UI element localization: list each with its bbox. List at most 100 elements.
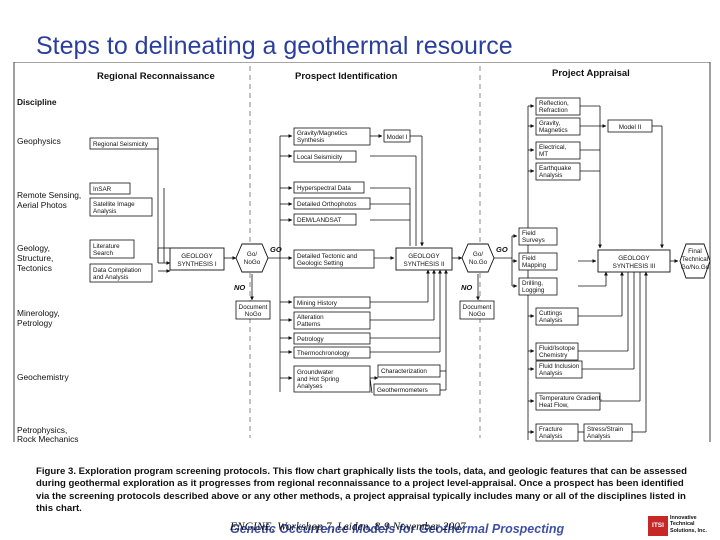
box-reflection-refraction: Reflection, Refraction <box>535 97 581 116</box>
box-drilling-logging: Drilling, Logging <box>518 277 558 296</box>
discipline-labels: Discipline Geophysics Remote Sensing, Ae… <box>17 97 81 442</box>
svg-text:Thermochronology: Thermochronology <box>297 350 350 357</box>
svg-text:Patterns: Patterns <box>297 321 320 328</box>
svg-text:Detailed Orthophotos: Detailed Orthophotos <box>297 201 357 208</box>
box-detailed-tectonic-setting: Detailed Tectonic and Geologic Setting <box>293 249 375 269</box>
box-geology-synthesis-1: GEOLOGY SYNTHESIS I <box>169 247 225 271</box>
svg-text:Alteration: Alteration <box>297 314 324 321</box>
discipline-remote-sensing: Remote Sensing, <box>17 190 81 200</box>
svg-text:and Hot Spring: and Hot Spring <box>297 376 340 383</box>
decision-go-nogo-1: Go/ NoGo <box>235 243 269 273</box>
box-characterization: Characterization <box>377 364 441 378</box>
svg-text:GEOLOGY: GEOLOGY <box>181 253 213 260</box>
svg-text:Chemistry: Chemistry <box>539 352 568 359</box>
svg-text:Stress/Strain: Stress/Strain <box>587 426 624 433</box>
svg-text:Analysis: Analysis <box>539 370 562 377</box>
svg-text:Logging: Logging <box>522 287 545 294</box>
box-local-seismicity: Local Seismicity <box>293 150 357 163</box>
discipline-geology: Geology, <box>17 243 50 253</box>
svg-text:Hyperspectral Data: Hyperspectral Data <box>297 185 351 192</box>
svg-text:Regional Seismicity: Regional Seismicity <box>93 141 149 148</box>
final-technical-go-nogo: Final Technical Go/No.Go <box>679 243 711 279</box>
svg-text:Earthquake: Earthquake <box>539 165 572 172</box>
discipline-tectonics: Tectonics <box>17 263 52 273</box>
column-heading-regional: Regional Reconnaissance <box>97 71 215 82</box>
box-document-nogo-1: Document NoGo <box>235 300 271 320</box>
box-thermochronology: Thermochronology <box>293 346 371 359</box>
svg-text:Reflection,: Reflection, <box>539 100 569 107</box>
svg-text:Go/: Go/ <box>247 251 257 258</box>
svg-text:Document: Document <box>239 304 268 311</box>
box-alteration-patterns: Alteration Patterns <box>293 311 371 330</box>
box-temperature-gradient: Temperature Gradient, Heat Flow, <box>535 392 602 411</box>
figure-caption-text: Exploration program screening protocols.… <box>36 466 687 514</box>
box-cuttings-analysis: Cuttings Analysis <box>535 307 579 326</box>
svg-text:Fluid/Isotope: Fluid/Isotope <box>539 345 576 352</box>
svg-text:Analyses: Analyses <box>297 383 323 390</box>
box-data-compilation: Data Compilation and Analysis <box>89 263 153 283</box>
discipline-heading: Discipline <box>17 97 57 107</box>
company-logo: ITSI Innovative Technical Solutions, Inc… <box>648 514 716 538</box>
svg-text:Model II: Model II <box>619 124 642 131</box>
box-geology-synthesis-2: GEOLOGY SYNTHESIS II <box>395 247 453 271</box>
svg-text:Go/: Go/ <box>473 251 483 258</box>
workshop-label: ENGINE, Workshop 7, Leiden, 8-9 November… <box>230 521 466 533</box>
connector-lines <box>157 104 679 440</box>
svg-text:Magnetics: Magnetics <box>539 127 568 134</box>
figure-caption-label: Figure 3. <box>36 466 76 477</box>
box-groundwater-hot-spring: Groundwater and Hot Spring Analyses <box>293 365 371 393</box>
discipline-petrology: Petrology <box>17 318 53 328</box>
box-fracture-analysis: Fracture Analysis <box>535 423 579 442</box>
svg-text:Temperature Gradient,: Temperature Gradient, <box>539 395 602 402</box>
discipline-geophysics: Geophysics <box>17 136 61 146</box>
svg-text:Groundwater: Groundwater <box>297 369 333 376</box>
exploration-flowchart: Regional Reconnaissance Prospect Identif… <box>13 62 711 442</box>
svg-text:Search: Search <box>93 250 113 257</box>
svg-text:SYNTHESIS II: SYNTHESIS II <box>404 261 445 268</box>
box-earthquake-analysis: Earthquake Analysis <box>535 162 581 181</box>
box-gravity-magnetics-synthesis: Gravity/Magnetics Synthesis <box>293 127 371 146</box>
svg-text:No.Go: No.Go <box>469 259 488 266</box>
svg-text:Electrical,: Electrical, <box>539 144 567 151</box>
box-geology-synthesis-3: GEOLOGY SYNTHESIS III <box>597 249 671 273</box>
box-insar: InSAR <box>89 182 131 195</box>
svg-text:SYNTHESIS III: SYNTHESIS III <box>613 263 656 270</box>
series-title: Genetic Occurrence Models for Geothermal… <box>230 522 565 536</box>
logo-text: Innovative Technical Solutions, Inc. <box>670 515 707 534</box>
svg-text:Model I: Model I <box>387 134 408 141</box>
svg-text:Field: Field <box>522 230 536 237</box>
box-model-1: Model I <box>383 129 411 143</box>
svg-text:NoGo: NoGo <box>244 259 261 266</box>
column-separators <box>249 66 481 438</box>
svg-text:and Analysis: and Analysis <box>93 274 128 281</box>
svg-text:Synthesis: Synthesis <box>297 137 324 144</box>
svg-text:Refraction: Refraction <box>539 107 568 114</box>
svg-text:Heat Flow,: Heat Flow, <box>539 402 569 409</box>
discipline-aerial-photos: Aerial Photos <box>17 200 67 210</box>
svg-text:Satellite Image: Satellite Image <box>93 201 135 208</box>
svg-text:GEOLOGY: GEOLOGY <box>408 253 440 260</box>
svg-text:DEM/LANDSAT: DEM/LANDSAT <box>297 217 341 224</box>
discipline-rock-mechanics: Rock Mechanics <box>17 434 78 442</box>
no-label-1: NO <box>234 283 245 292</box>
decision-go-nogo-2: Go/ No.Go <box>461 243 495 273</box>
box-field-mapping: Field Mapping <box>518 252 558 271</box>
box-hyperspectral-data: Hyperspectral Data <box>293 181 365 194</box>
svg-text:Analysis: Analysis <box>539 172 562 179</box>
svg-text:NoGo: NoGo <box>469 311 486 318</box>
svg-text:InSAR: InSAR <box>93 186 112 193</box>
svg-text:Detailed Tectonic and: Detailed Tectonic and <box>297 253 358 260</box>
svg-text:Analysis: Analysis <box>539 433 562 440</box>
slide-title: Steps to delineating a geothermal resour… <box>36 32 513 60</box>
go-label-2: GO <box>496 245 508 254</box>
svg-text:Literature: Literature <box>93 243 120 250</box>
box-electrical-mt: Electrical, MT <box>535 141 581 160</box>
column-heading-appraisal: Project Appraisal <box>552 68 630 79</box>
svg-text:Document: Document <box>463 304 492 311</box>
box-petrology: Petrology <box>293 332 371 345</box>
svg-text:Local Seismicity: Local Seismicity <box>297 154 343 161</box>
svg-text:GEOLOGY: GEOLOGY <box>618 255 650 262</box>
diagram-frame <box>13 62 711 442</box>
svg-text:Technical: Technical <box>682 256 708 263</box>
box-gravity-magnetics-appraisal: Gravity, Magnetics <box>535 117 581 136</box>
